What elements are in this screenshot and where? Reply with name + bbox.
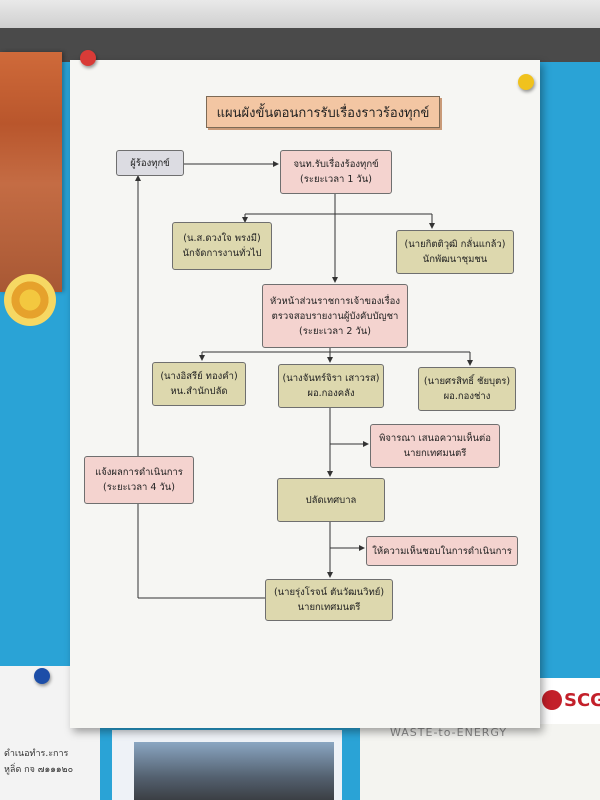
mayor-line2: นายกเทศมนตรี <box>297 602 361 613</box>
bottom-right-poster: WASTE-to-ENERGY <box>360 716 600 800</box>
flower-decoration <box>4 274 56 326</box>
feedback-line1: แจ้งผลการดำเนินการ <box>95 467 183 478</box>
dept1-line2: หน.สำนักปลัด <box>170 386 228 397</box>
dept3-box: (นายศรสิทธิ์ ชัยบุตร) ผอ.กองช่าง <box>418 367 516 411</box>
note-line-2: หูลิ่ด กจ ๗๑๑๑๒๐ <box>4 765 74 775</box>
scg-text: SCG <box>564 690 600 711</box>
officer-right-box: (นายกิตติวุฒิ กลั่นแกล้ว) นักพัฒนาชุมชน <box>396 230 514 274</box>
receiver-box: จนท.รับเรื่องร้องทุกข์ (ระยะเวลา 1 วัน) <box>280 150 392 194</box>
dept3-line1: (นายศรสิทธิ์ ชัยบุตร) <box>423 376 511 387</box>
head-line3: (ระยะเวลา 2 วัน) <box>299 325 371 337</box>
officer-left-box: (น.ส.ดวงใจ พรงมี) นักจัดการงานทั่วไป <box>172 222 272 270</box>
head-line1: หัวหน้าส่วนราชการเจ้าของเรื่อง <box>269 295 401 307</box>
consider-line1: พิจารณา เสนอความเห็นต่อ <box>379 433 491 444</box>
approve-box: ให้ความเห็นชอบในการดำเนินการ <box>366 536 518 566</box>
dept2-box: (นางจันทร์จิรา เสาวรส) ผอ.กองคลัง <box>278 364 384 408</box>
left-poster <box>0 52 62 326</box>
dept3-line2: ผอ.กองช่าง <box>443 391 491 402</box>
head-box: หัวหน้าส่วนราชการเจ้าของเรื่อง ตรวจสอบรา… <box>262 284 408 348</box>
officer-left-line1: (น.ส.ดวงใจ พรงมี) <box>183 233 261 244</box>
wall-top <box>0 0 600 28</box>
dept1-box: (นางอิสรีย์ ทองคำ) หน.สำนักปลัด <box>152 362 246 406</box>
feedback-line2: (ระยะเวลา 4 วัน) <box>103 482 175 493</box>
consider-line2: นายกเทศมนตรี <box>403 448 467 459</box>
scg-logo: SCG <box>536 678 600 724</box>
receiver-line1: จนท.รับเรื่องร้องทุกข์ <box>293 159 379 170</box>
dept2-line1: (นางจันทร์จิรา เสาวรส) <box>282 373 380 384</box>
dept1-line1: (นางอิสรีย์ ทองคำ) <box>160 371 238 382</box>
note-line-1: ดำเนอทำร.ะการ <box>4 749 69 759</box>
board-frame <box>0 28 600 62</box>
flowchart-title: แผนผังขั้นตอนการรับเรื่องราวร้องทุกข์ <box>206 96 440 128</box>
officer-right-line2: นักพัฒนาชุมชน <box>422 254 488 265</box>
yellow-pushpin-icon <box>518 74 534 90</box>
mayor-line1: (นายรุ่งโรจน์ ตันวัฒนวิทย์) <box>273 587 385 598</box>
mayor-box: (นายรุ่งโรจน์ ตันวัฒนวิทย์) นายกเทศมนตรี <box>265 579 393 621</box>
head-line2: ตรวจสอบรายงานผู้บังคับบัญชา <box>271 310 399 322</box>
clerk-label: ปลัดเทศบาล <box>305 494 357 506</box>
blue-pushpin-icon <box>34 668 50 684</box>
feedback-box: แจ้งผลการดำเนินการ (ระยะเวลา 4 วัน) <box>84 456 194 504</box>
receiver-line2: (ระยะเวลา 1 วัน) <box>300 174 372 185</box>
officer-right-line1: (นายกิตติวุฒิ กลั่นแกล้ว) <box>404 239 506 250</box>
approve-label: ให้ความเห็นชอบในการดำเนินการ <box>372 545 512 557</box>
factory-photo <box>134 742 334 800</box>
complainant-box: ผู้ร้องทุกข์ <box>116 150 184 176</box>
red-pushpin-icon <box>80 50 96 66</box>
officer-left-line2: นักจัดการงานทั่วไป <box>182 248 262 259</box>
scg-emblem-icon <box>542 690 562 710</box>
consider-box: พิจารณา เสนอความเห็นต่อ นายกเทศมนตรี <box>370 424 500 468</box>
clerk-box: ปลัดเทศบาล <box>277 478 385 522</box>
banner-text: WASTE-to-ENERGY <box>390 726 508 739</box>
complainant-label: ผู้ร้องทุกข์ <box>130 157 170 169</box>
bottom-photo-poster <box>112 730 342 800</box>
dept2-line2: ผอ.กองคลัง <box>307 388 355 399</box>
